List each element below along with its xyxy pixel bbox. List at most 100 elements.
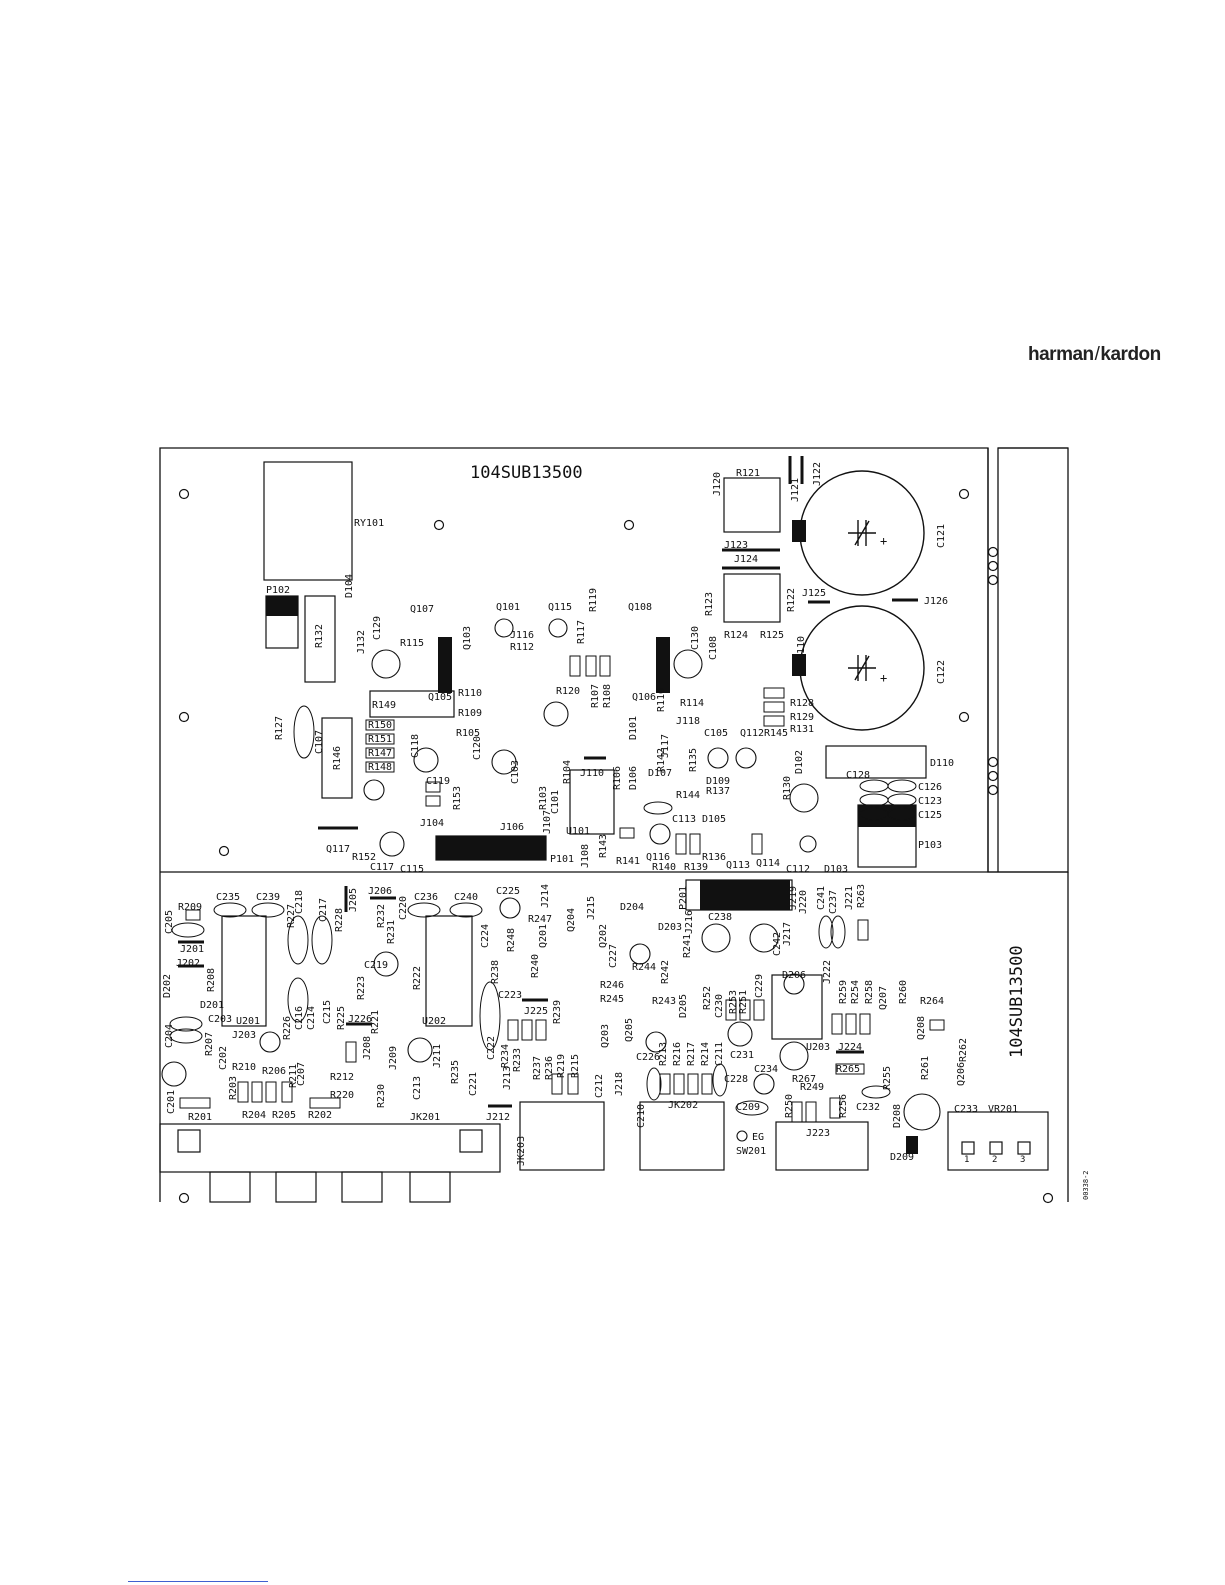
designator-r104: R104 xyxy=(562,760,573,784)
designator-r207: R207 xyxy=(204,1032,215,1056)
designator-r139: R139 xyxy=(684,862,708,873)
designator-j219: J219 xyxy=(788,886,799,910)
designator-r267: R267 xyxy=(792,1074,816,1085)
designator-p103: P103 xyxy=(918,840,942,851)
designator-r213: R213 xyxy=(658,1042,669,1066)
designator-r140: R140 xyxy=(652,862,676,873)
designator-c238: C238 xyxy=(708,912,732,923)
designator-r204: R204 xyxy=(242,1110,266,1121)
designator-c225: C225 xyxy=(496,886,520,897)
svg-text:+: + xyxy=(880,671,887,685)
designator-r238: R238 xyxy=(490,960,501,984)
designator-r242: R242 xyxy=(660,960,671,984)
designator-p102: P102 xyxy=(266,585,290,596)
designator-c128: C128 xyxy=(846,770,870,781)
resistor-bodies xyxy=(179,655,945,1123)
designator-c125: C125 xyxy=(918,810,942,821)
designator-d104: D104 xyxy=(344,574,355,598)
board-outline xyxy=(159,447,1069,1202)
designator-r264: R264 xyxy=(920,996,944,1007)
designator-q202: Q202 xyxy=(598,924,609,948)
designator-q117: Q117 xyxy=(326,844,350,855)
designator-r219: R219 xyxy=(556,1054,567,1078)
designator-r231: R231 xyxy=(386,920,397,944)
designator-eg: EG xyxy=(752,1132,764,1143)
designator-c120: C120 xyxy=(472,736,483,760)
designator-r225: R225 xyxy=(336,1006,347,1030)
designator-c207: C207 xyxy=(296,1062,307,1086)
designator-r215: R215 xyxy=(570,1054,581,1078)
designator-p101: P101 xyxy=(550,854,574,865)
harman-kardon-logo: harman/kardon xyxy=(1028,344,1161,366)
designator-j106: J106 xyxy=(500,822,524,833)
designator-c130: C130 xyxy=(690,626,701,650)
designator-r248: R248 xyxy=(506,928,517,952)
designator-r106: R106 xyxy=(612,766,623,790)
footer-rule xyxy=(128,1581,268,1582)
designator-r243: R243 xyxy=(652,996,676,1007)
designator-d110: D110 xyxy=(930,758,954,769)
designator-j108: J108 xyxy=(580,844,591,868)
designator-r127: R127 xyxy=(274,716,285,740)
board-code-side: 104SUB13500 xyxy=(1007,945,1027,1058)
designator-r151: R151 xyxy=(368,734,392,745)
designator-r214: R214 xyxy=(700,1042,711,1066)
designator-d204: D204 xyxy=(620,902,644,913)
brand-slash: / xyxy=(1094,344,1100,365)
designator-j206: J206 xyxy=(368,886,392,897)
designator-r112: R112 xyxy=(510,642,534,653)
designator-r136: R136 xyxy=(702,852,726,863)
designator-r252: R252 xyxy=(702,986,713,1010)
designator-r147: R147 xyxy=(368,748,392,759)
designator-jk202: JK202 xyxy=(668,1100,698,1111)
designator-c215: C215 xyxy=(322,1000,333,1024)
designator-c118: C118 xyxy=(410,734,421,758)
designator-r212: R212 xyxy=(330,1072,354,1083)
designator-r220: R220 xyxy=(330,1090,354,1101)
designator-c223: C223 xyxy=(498,990,522,1001)
designator-r131: R131 xyxy=(790,724,814,735)
designator-d202: D202 xyxy=(162,974,173,998)
designator-r202: R202 xyxy=(308,1110,332,1121)
designator-j116: J116 xyxy=(510,630,534,641)
designator-r210: R210 xyxy=(232,1062,256,1073)
designator-r123: R123 xyxy=(704,592,715,616)
designator-c211: C211 xyxy=(714,1042,725,1066)
designator-sw201: SW201 xyxy=(736,1146,766,1157)
designator-r209: R209 xyxy=(178,902,202,913)
designator-j220: J220 xyxy=(798,890,809,914)
designator-q115: Q115 xyxy=(548,602,572,613)
designator-j208: J208 xyxy=(362,1036,373,1060)
designator-c228: C228 xyxy=(724,1074,748,1085)
designator-r122: R122 xyxy=(786,588,797,612)
designator-c217: C217 xyxy=(318,898,329,922)
designator-r128: R128 xyxy=(790,698,814,709)
designator-q101: Q101 xyxy=(496,602,520,613)
designator-q110: Q110 xyxy=(796,636,807,660)
designator-r263: R263 xyxy=(856,884,867,908)
designator-r246: R246 xyxy=(600,980,624,991)
designator-r132: R132 xyxy=(314,624,325,648)
designator-j125: J125 xyxy=(802,588,826,599)
designator-r149: R149 xyxy=(372,700,396,711)
designator-c126: C126 xyxy=(918,782,942,793)
designator-j121: J121 xyxy=(790,478,801,502)
designator-q113: Q113 xyxy=(726,860,750,871)
designator-r228: R228 xyxy=(334,908,345,932)
designator-r115: R115 xyxy=(400,638,424,649)
designator-r260: R260 xyxy=(898,980,909,1004)
designator-r241: R241 xyxy=(682,934,693,958)
designator-j107: J107 xyxy=(542,810,553,834)
designator-d102: D102 xyxy=(794,750,805,774)
designator-r110: R110 xyxy=(458,688,482,699)
designator-r143: R143 xyxy=(598,834,609,858)
designator-q203: Q203 xyxy=(600,1024,611,1048)
designator-r254: R254 xyxy=(850,980,861,1004)
designator-r265: R265 xyxy=(836,1064,860,1075)
designator-r236: R236 xyxy=(544,1056,555,1080)
designator-q205: Q205 xyxy=(624,1018,635,1042)
designator-u203: U203 xyxy=(806,1042,830,1053)
designator-c214: C214 xyxy=(306,1006,317,1030)
designator-c105: C105 xyxy=(704,728,728,739)
